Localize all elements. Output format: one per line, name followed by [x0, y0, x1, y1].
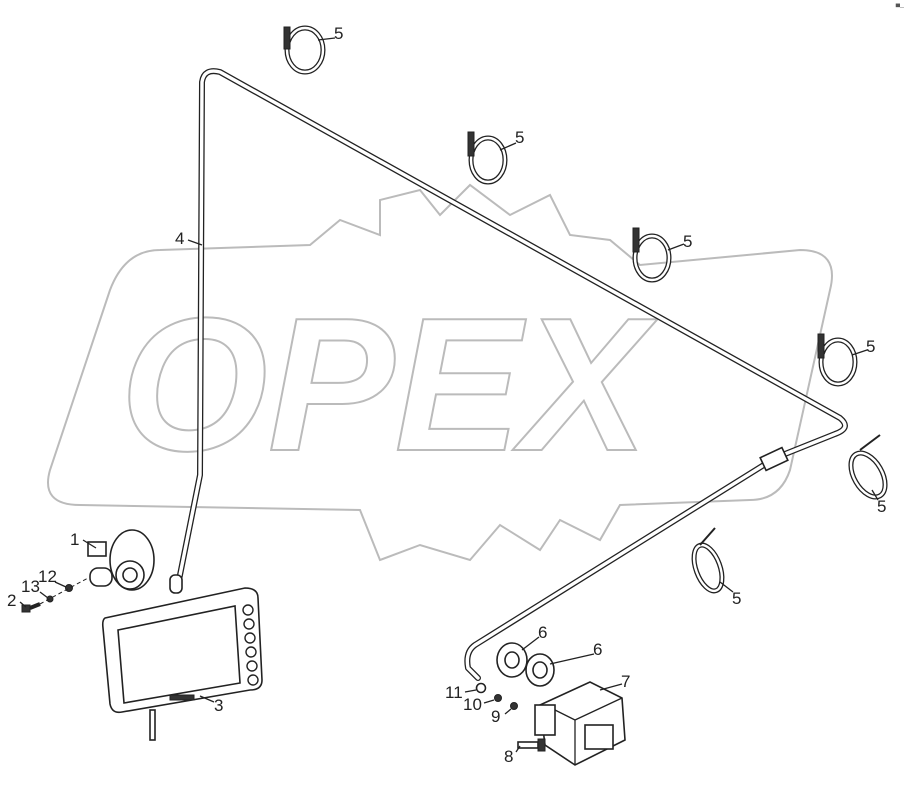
- callout-6: 6: [593, 640, 602, 659]
- washer-icon: [46, 595, 54, 603]
- callout-8: 8: [504, 747, 513, 766]
- hardware-left: [21, 577, 89, 613]
- cable-tie-icon: [632, 227, 672, 283]
- callouts: 5 5 5 5 5 5 4 1 12 13 2 3 6 6 7 11 10 9 …: [7, 24, 886, 766]
- cable-tie-icon: [467, 131, 508, 185]
- callout-5: 5: [334, 24, 343, 43]
- nut-icon: [475, 682, 487, 694]
- leader-lines: [19, 37, 879, 753]
- callout-7: 7: [621, 672, 630, 691]
- callout-5: 5: [866, 337, 875, 356]
- bolt-icon: [21, 602, 41, 613]
- callout-3: 3: [214, 696, 223, 715]
- pad-icon: [496, 642, 528, 678]
- callout-5: 5: [877, 497, 886, 516]
- callout-2: 2: [7, 591, 16, 610]
- callout-4: 4: [175, 229, 184, 248]
- washer-icon: [510, 702, 518, 710]
- camera-icon: [534, 681, 626, 766]
- callout-12: 12: [38, 567, 57, 586]
- watermark: OPEX: [47, 183, 833, 562]
- rubber-pads: [496, 642, 555, 687]
- pad-icon: [525, 653, 555, 687]
- cable-part-4: [169, 68, 848, 681]
- corner-mark: ▀--: [895, 5, 904, 11]
- cable-connector: [759, 446, 789, 472]
- cable-tie-icon: [848, 434, 888, 500]
- hardware-right: [475, 682, 546, 752]
- callout-11: 11: [445, 683, 463, 702]
- callout-1: 1: [70, 530, 79, 549]
- monitor-icon: [101, 587, 263, 741]
- washer-icon: [494, 694, 502, 702]
- bolt-icon: [517, 738, 546, 752]
- washer-icon: [65, 584, 73, 592]
- watermark-text: OPEX: [120, 279, 658, 491]
- cable-tie-icon: [283, 25, 326, 75]
- callout-13: 13: [21, 577, 40, 596]
- callout-5: 5: [683, 232, 692, 251]
- cable-tie-icon: [817, 333, 858, 387]
- callout-6: 6: [538, 623, 547, 642]
- suction-mount-icon: [87, 529, 155, 591]
- callout-9: 9: [491, 707, 500, 726]
- cable-end: [169, 574, 183, 594]
- cable-tie-icon: [691, 527, 725, 594]
- cable-ties: [283, 25, 888, 594]
- callout-5: 5: [515, 128, 524, 147]
- callout-5: 5: [732, 589, 741, 608]
- callout-10: 10: [463, 695, 482, 714]
